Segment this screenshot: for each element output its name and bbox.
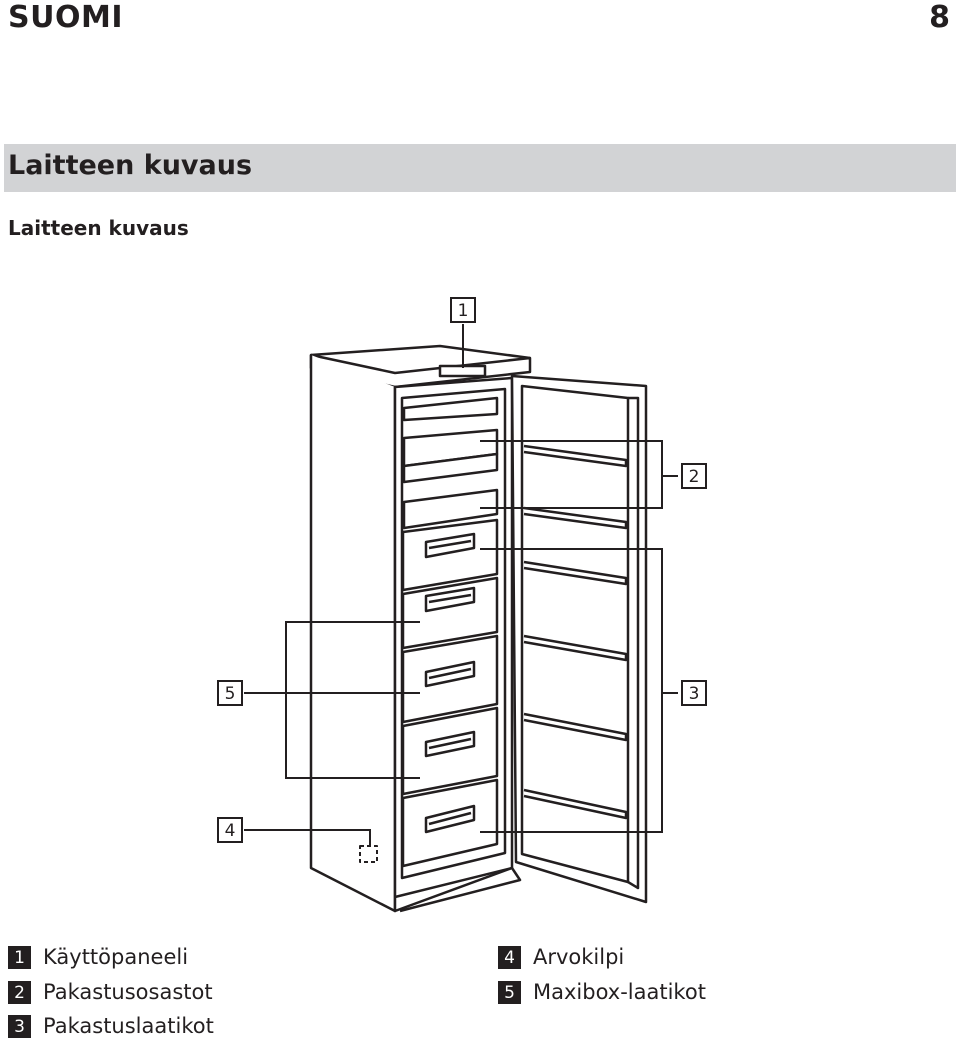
freezer-diagram: 1 2 3 4 5 xyxy=(217,297,707,913)
door-shelf-6 xyxy=(523,788,628,820)
callout-1: 1 xyxy=(450,297,476,323)
rating-plate xyxy=(359,845,378,863)
drawer-4 xyxy=(401,706,499,796)
legend-label: Arvokilpi xyxy=(533,945,625,969)
leader-4 xyxy=(244,829,371,846)
legend-item: 4 Arvokilpi xyxy=(498,944,624,972)
section-band xyxy=(4,144,956,192)
door-shelf-3 xyxy=(523,560,628,586)
door-shelf-2 xyxy=(523,506,628,530)
leader-2 xyxy=(480,440,678,509)
callout-4: 4 xyxy=(217,817,243,843)
drawer-1 xyxy=(401,518,499,592)
callout-2: 2 xyxy=(681,463,707,489)
legend-number: 4 xyxy=(498,945,521,969)
leader-5 xyxy=(244,621,420,779)
leader-3 xyxy=(480,548,678,833)
legend-item: 1 Käyttöpaneeli xyxy=(8,944,188,972)
legend-number: 2 xyxy=(8,980,31,1004)
legend-label: Pakastuslaatikot xyxy=(43,1014,214,1038)
svg-text:4: 4 xyxy=(225,821,236,841)
svg-text:2: 2 xyxy=(689,467,700,487)
drawer-3 xyxy=(401,634,499,724)
drawer-2 xyxy=(401,576,499,650)
callout-5: 5 xyxy=(217,680,243,706)
legend-item: 5 Maxibox-laatikot xyxy=(498,979,706,1007)
door-shelf-5 xyxy=(523,712,628,742)
legend-item: 3 Pakastuslaatikot xyxy=(8,1013,214,1041)
drawer-5 xyxy=(401,778,499,868)
section-title: Laitteen kuvaus xyxy=(8,150,253,181)
page-number: 8 xyxy=(929,0,950,35)
legend-number: 1 xyxy=(8,945,31,969)
svg-text:5: 5 xyxy=(225,684,236,704)
door-outer xyxy=(510,374,648,904)
compartment-flap-top xyxy=(402,396,499,422)
header-language: SUOMI xyxy=(8,0,123,35)
cabinet-base xyxy=(394,866,522,913)
legend-number: 5 xyxy=(498,980,521,1004)
subsection-title: Laitteen kuvaus xyxy=(8,216,189,240)
svg-text:1: 1 xyxy=(458,301,469,321)
legend-label: Pakastusosastot xyxy=(43,980,213,1004)
callout-3: 3 xyxy=(681,680,707,706)
legend-number: 3 xyxy=(8,1014,31,1038)
door-shelf-4 xyxy=(523,634,628,662)
compartment-flap-2 xyxy=(402,488,499,530)
legend-label: Maxibox-laatikot xyxy=(533,980,706,1004)
legend-label: Käyttöpaneeli xyxy=(43,945,189,969)
legend-item: 2 Pakastusosastot xyxy=(8,979,213,1007)
svg-text:3: 3 xyxy=(689,684,700,704)
door-shelf-1 xyxy=(523,444,628,468)
cabinet-side xyxy=(309,355,397,913)
